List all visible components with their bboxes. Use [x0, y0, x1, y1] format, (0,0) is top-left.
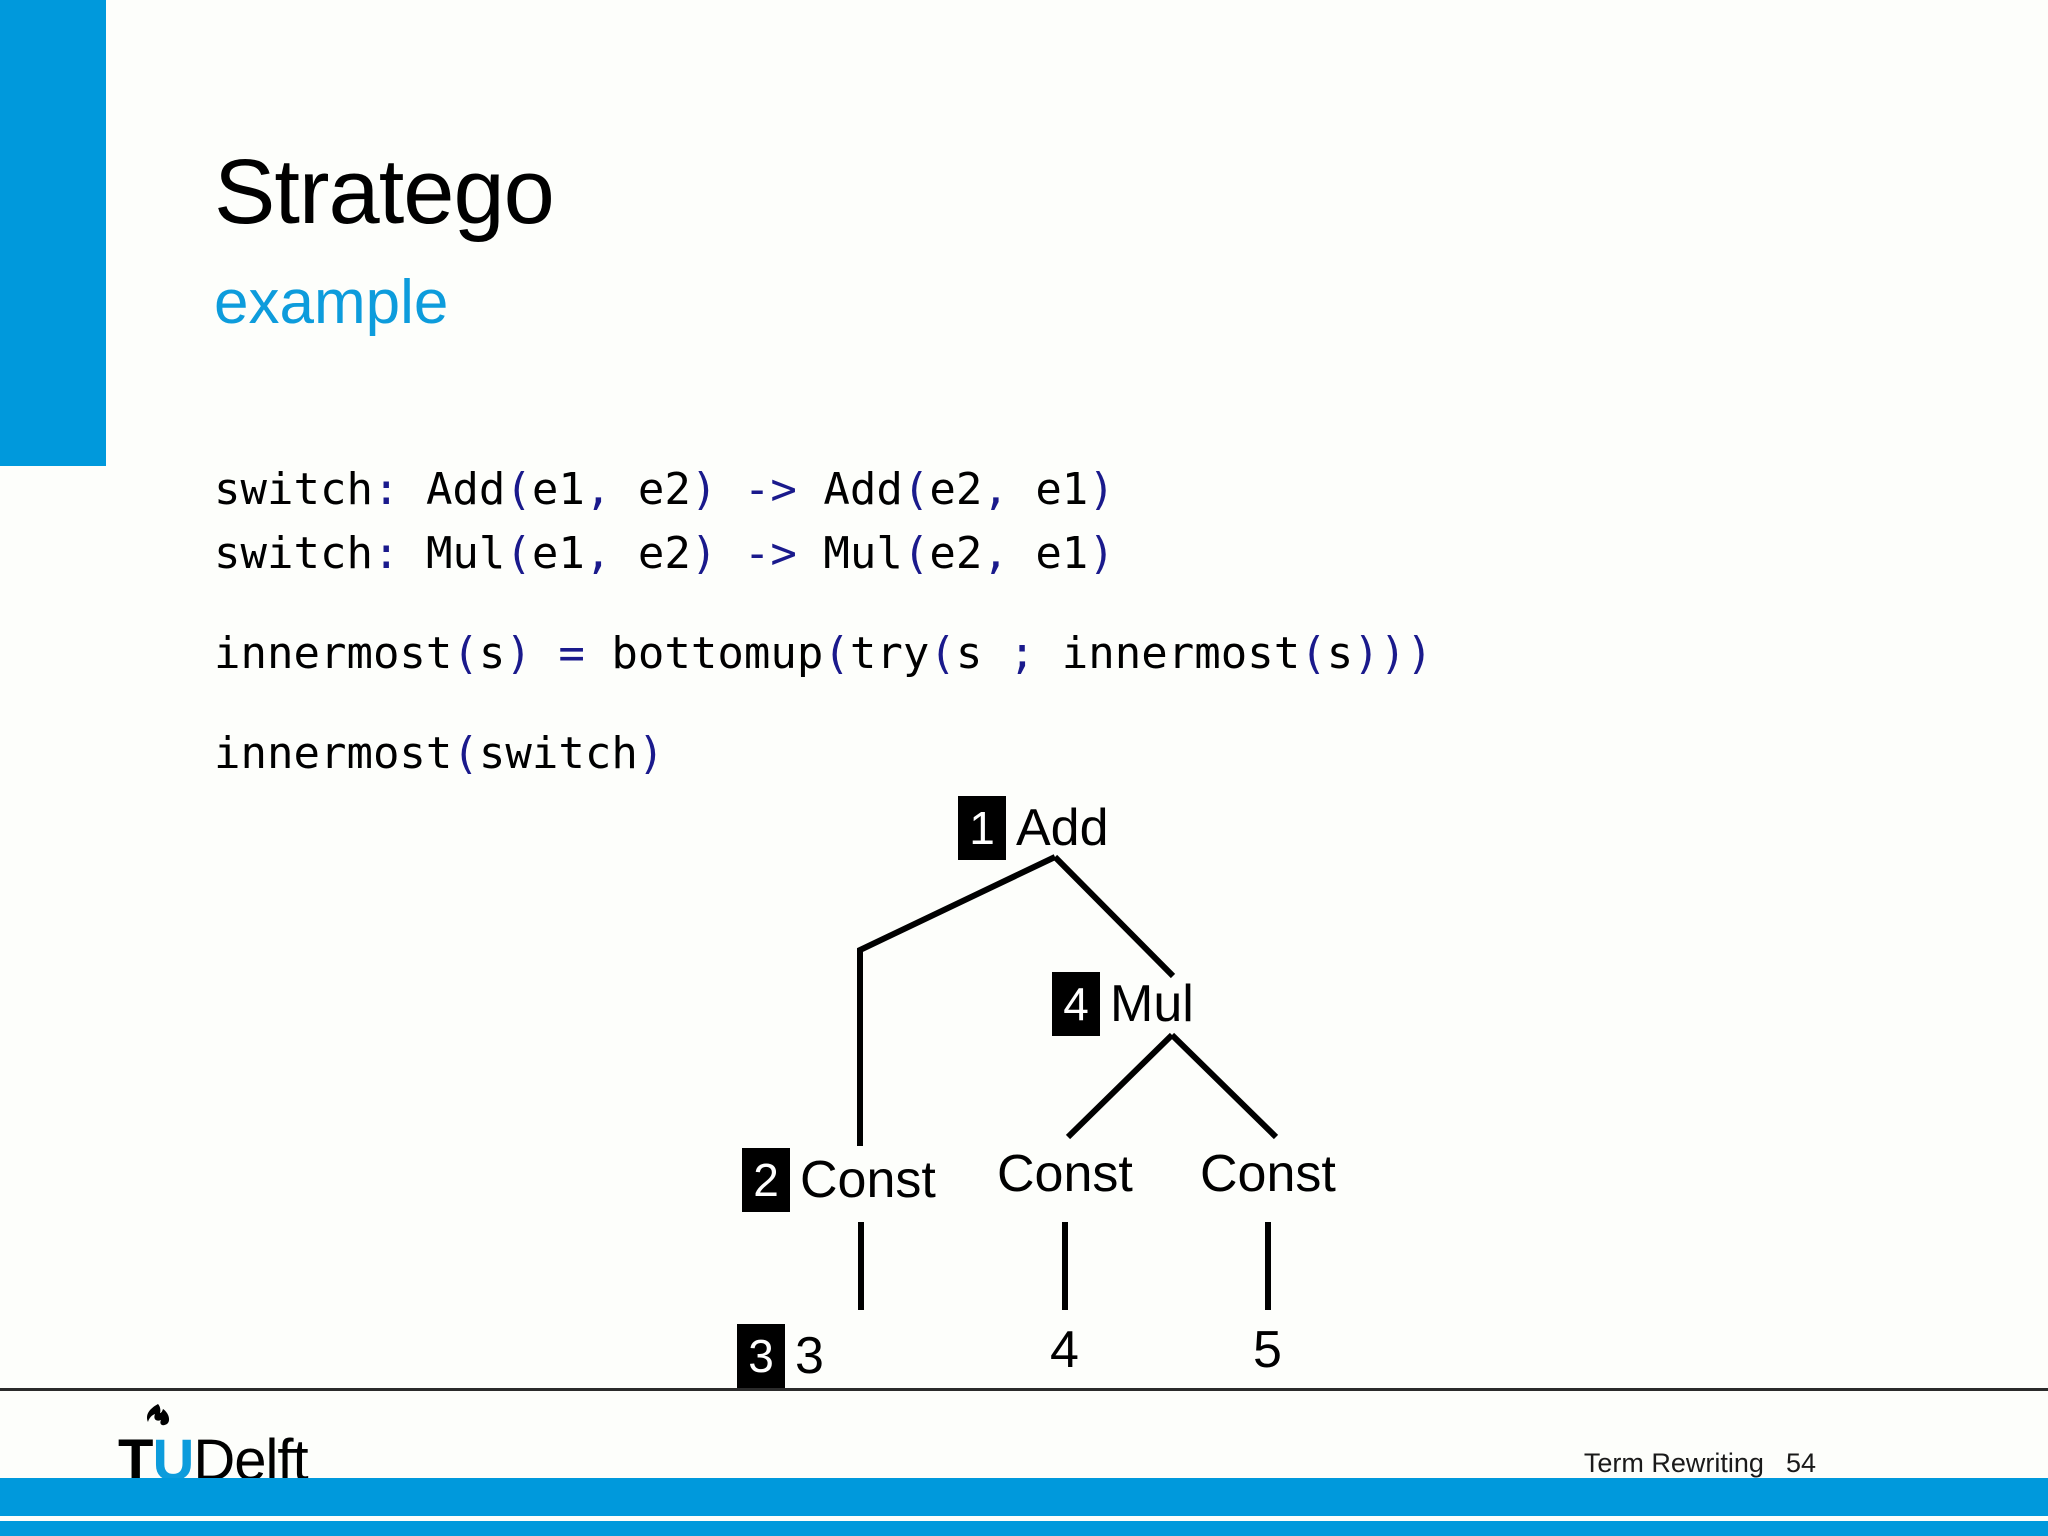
tree-leaf-3[interactable]: 5: [1253, 1324, 1282, 1376]
edge-add-const1: [857, 854, 1057, 1146]
node-badge-add: 1: [958, 796, 1006, 860]
code-line-2: switch: Mul(e1, e2) -> Mul(e2, e1): [214, 528, 1115, 579]
leaf-label-1: 3: [795, 1327, 824, 1385]
tree-node-add[interactable]: 1 Add: [958, 796, 1109, 860]
footer-bar-secondary: [0, 1521, 2048, 1536]
code-block: switch: Add(e1, e2) -> Add(e2, e1) switc…: [214, 458, 1433, 786]
edge-mul-const3: [1169, 1032, 1279, 1140]
code-blank-1: [214, 586, 1433, 622]
page-title: Stratego: [214, 141, 555, 243]
footer-bar-primary: [0, 1478, 2048, 1516]
node-label-const-1: Const: [800, 1151, 936, 1209]
code-line-4: innermost(switch): [214, 728, 665, 779]
tree-node-const-1[interactable]: 2 Const: [742, 1148, 936, 1212]
tree-node-const-3[interactable]: Const: [1200, 1148, 1336, 1200]
footer-section-label: Term Rewriting: [1583, 1448, 1764, 1478]
tree-node-mul[interactable]: 4 Mul: [1052, 972, 1194, 1036]
leaf-label-2: 4: [1050, 1321, 1079, 1379]
flame-icon: [147, 1404, 170, 1426]
code-line-1: switch: Add(e1, e2) -> Add(e2, e1): [214, 464, 1115, 515]
page-subtitle: example: [214, 268, 449, 337]
node-label-const-2: Const: [997, 1145, 1133, 1203]
node-label-const-3: Const: [1200, 1145, 1336, 1203]
footer-page-number: 54: [1785, 1448, 1816, 1478]
tree-leaf-1[interactable]: 3 3: [737, 1324, 824, 1388]
footer-meta: Term Rewriting 54: [1584, 1448, 1816, 1479]
leaf-badge-1: 3: [737, 1324, 785, 1388]
tree-node-const-2[interactable]: Const: [997, 1148, 1133, 1200]
node-badge-const-1: 2: [742, 1148, 790, 1212]
edge-add-mul: [1052, 854, 1176, 979]
tree-leaf-2[interactable]: 4: [1050, 1324, 1079, 1376]
leaf-label-3: 5: [1253, 1321, 1282, 1379]
node-label-add: Add: [1016, 799, 1109, 857]
node-badge-mul: 4: [1052, 972, 1100, 1036]
node-label-mul: Mul: [1110, 975, 1194, 1033]
code-line-3: innermost(s) = bottomup(try(s ; innermos…: [214, 628, 1433, 679]
edge-mul-const2: [1065, 1032, 1175, 1140]
footer-divider-rule: [0, 1388, 2048, 1391]
code-blank-2: [214, 686, 1433, 722]
accent-bar-top-left: [0, 0, 106, 466]
